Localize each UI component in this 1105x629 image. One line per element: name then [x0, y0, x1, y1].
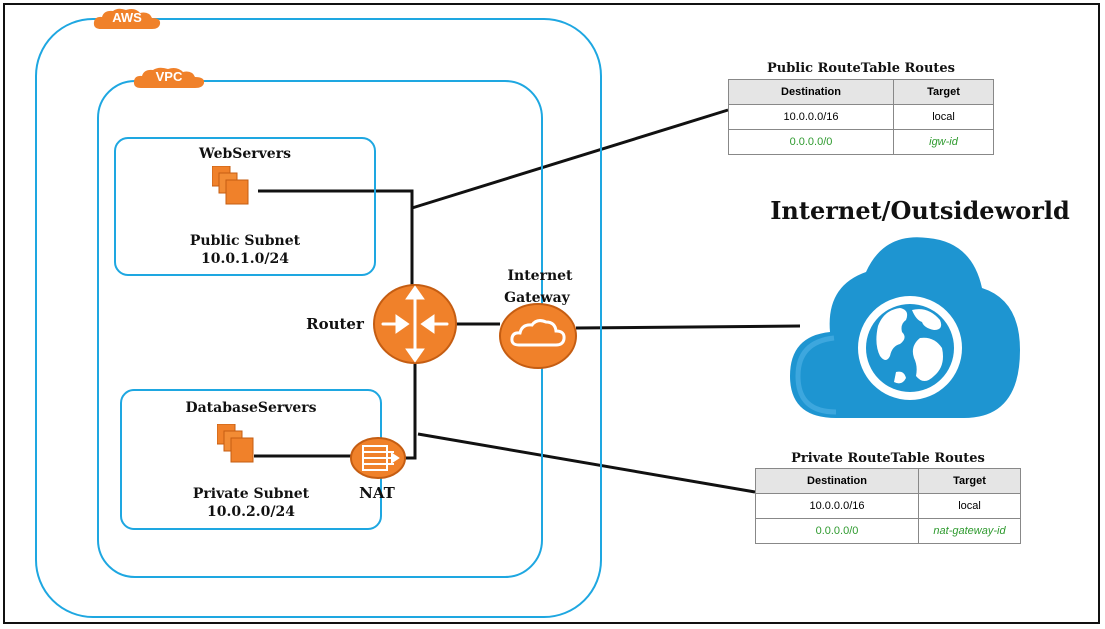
router-nat-line [404, 360, 417, 460]
column-header-target: Target [918, 468, 1021, 494]
gateway-label-line1: Internet [507, 268, 573, 284]
public-subnet-box [114, 137, 376, 276]
table-row: 10.0.0.0/16 local [728, 104, 994, 130]
table-row: 0.0.0.0/0 nat-gateway-id [755, 518, 1021, 544]
nat-label: NAT [359, 484, 395, 502]
gateway-label-line2: Gateway [504, 290, 570, 306]
private-routes-title: Private RouteTable Routes [791, 451, 985, 466]
table-header-row: Destination Target [755, 468, 1021, 494]
aws-tag-label: AWS [112, 10, 142, 25]
gateway-internet-line [575, 324, 801, 330]
vpc-tag: VPC [131, 66, 207, 90]
router-icon [373, 284, 457, 369]
internet-gateway-icon [499, 303, 577, 374]
cell-target: local [918, 493, 1021, 519]
nat-private-table-line [417, 432, 756, 494]
ec2-instances-icon [211, 165, 250, 211]
column-header-destination: Destination [728, 79, 894, 105]
webservers-router-line [258, 189, 414, 290]
public-subnet-cidr: 10.0.1.0/24 [201, 251, 289, 267]
aws-tag: AWS [91, 7, 163, 31]
cell-destination: 10.0.0.0/16 [755, 493, 919, 519]
cell-destination: 0.0.0.0/0 [728, 129, 894, 155]
webservers-label: WebServers [199, 146, 291, 162]
aws-cloud-boundary [35, 18, 602, 618]
router-public-table-line [411, 108, 729, 210]
cell-destination: 10.0.0.0/16 [728, 104, 894, 130]
ec2-instances-icon [216, 423, 255, 469]
table-header-row: Destination Target [728, 79, 994, 105]
databaseservers-label: DatabaseServers [185, 400, 317, 416]
private-routes-table: Destination Target 10.0.0.0/16 local 0.0… [755, 468, 1021, 544]
router-label: Router [306, 315, 364, 333]
column-header-target: Target [893, 79, 994, 105]
internet-title: Internet/Outsideworld [770, 196, 1070, 225]
public-subnet-label: Public Subnet [189, 233, 301, 249]
table-row: 0.0.0.0/0 igw-id [728, 129, 994, 155]
public-routes-table: Destination Target 10.0.0.0/16 local 0.0… [728, 79, 994, 155]
table-row: 10.0.0.0/16 local [755, 493, 1021, 519]
diagram-frame [3, 3, 1100, 624]
vpc-tag-label: VPC [155, 69, 183, 84]
cell-target: igw-id [893, 129, 994, 155]
column-header-destination: Destination [755, 468, 919, 494]
cell-destination: 0.0.0.0/0 [755, 518, 919, 544]
nat-gateway-icon [350, 437, 406, 484]
globe-cloud-icon [788, 226, 1024, 427]
cell-target: nat-gateway-id [918, 518, 1021, 544]
private-subnet-label: Private Subnet [192, 486, 310, 502]
private-subnet-cidr: 10.0.2.0/24 [207, 504, 295, 520]
public-routes-title: Public RouteTable Routes [766, 61, 956, 76]
cell-target: local [893, 104, 994, 130]
